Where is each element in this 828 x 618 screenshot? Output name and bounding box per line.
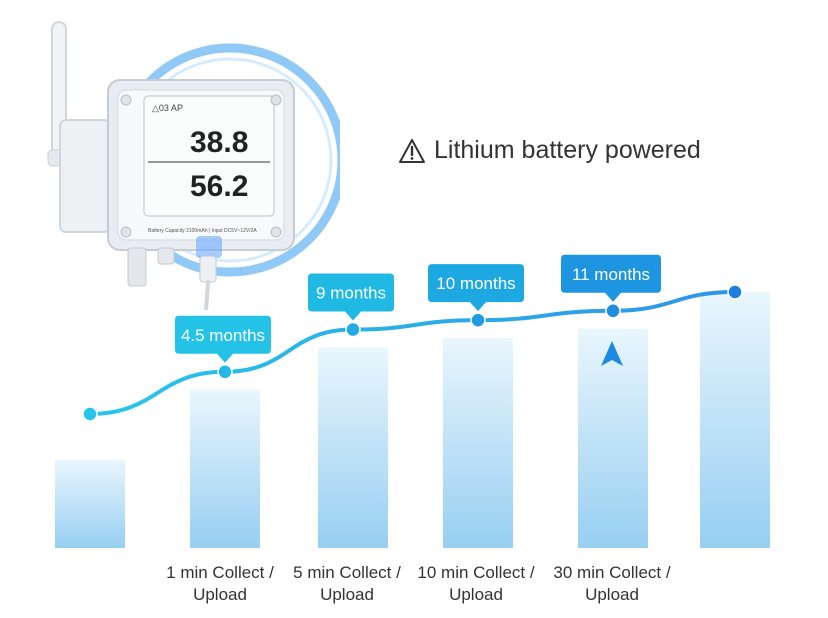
bar-1 [190,389,260,548]
value-tag-bubble [428,264,524,312]
data-point-3 [470,312,486,328]
data-logger-device-image: △03 AP 38.8 56.2 Battery Capacity 2100mA… [40,10,347,312]
bar-4 [578,328,648,548]
bar-group [55,292,770,548]
headline: Lithium battery powered [398,136,701,165]
marker-group [82,284,743,422]
value-tag-bubble [308,273,394,321]
x-axis-label-line1: 30 min Collect / [553,563,671,582]
data-point-4 [605,303,621,319]
headline-text: Lithium battery powered [434,136,701,164]
value-tag-label: 9 months [316,284,386,303]
bar-2 [318,347,388,548]
value-tag-4: 11 months [561,254,661,302]
data-point-2 [345,321,361,338]
data-logger-device-icon: △03 AP 38.8 56.2 Battery Capacity 2100mA… [47,21,347,312]
x-axis-label: 30 min Collect / Upload [542,562,682,606]
x-axis-label-line2: Upload [320,585,374,604]
data-point-0 [82,406,98,422]
x-axis-label-line1: 1 min Collect / [166,563,274,582]
x-axis-label-line1: 5 min Collect / [293,563,401,582]
value-tag-2: 9 months [308,273,394,321]
device-footer-text: Battery Capacity 2100mAh | Input DC5V~12… [148,228,257,234]
value-tag-bubble [561,254,661,302]
bar-5 [700,292,770,548]
x-axis-label: 5 min Collect / Upload [277,562,417,606]
bar-0 [55,460,125,548]
value-tag-bubble [175,315,271,363]
value-tag-3: 10 months [428,264,524,312]
value-tag-1: 4.5 months [175,315,271,363]
x-axis-label: 1 min Collect / Upload [150,562,290,606]
data-point-5 [727,284,743,300]
value-tag-label: 10 months [436,274,515,293]
x-axis-label-line2: Upload [585,585,639,604]
x-axis-label-line1: 10 min Collect / [417,563,535,582]
device-status-text: △03 AP [152,103,183,113]
value-tag-label: 4.5 months [181,326,265,345]
value-tag-label: 11 months [572,265,650,284]
x-axis-label: 10 min Collect / Upload [406,562,546,606]
device-temperature-text: 38.8 [190,126,248,159]
cursor-arrow-icon [601,341,623,366]
device-humidity-text: 56.2 [190,170,248,203]
x-axis-label-line2: Upload [193,585,247,604]
bar-3 [443,338,513,548]
x-axis-label-line2: Upload [449,585,503,604]
data-point-1 [217,364,233,380]
warning-triangle-icon [399,138,425,163]
tag-group: 4.5 months 9 months 10 months 11 months [175,254,661,363]
